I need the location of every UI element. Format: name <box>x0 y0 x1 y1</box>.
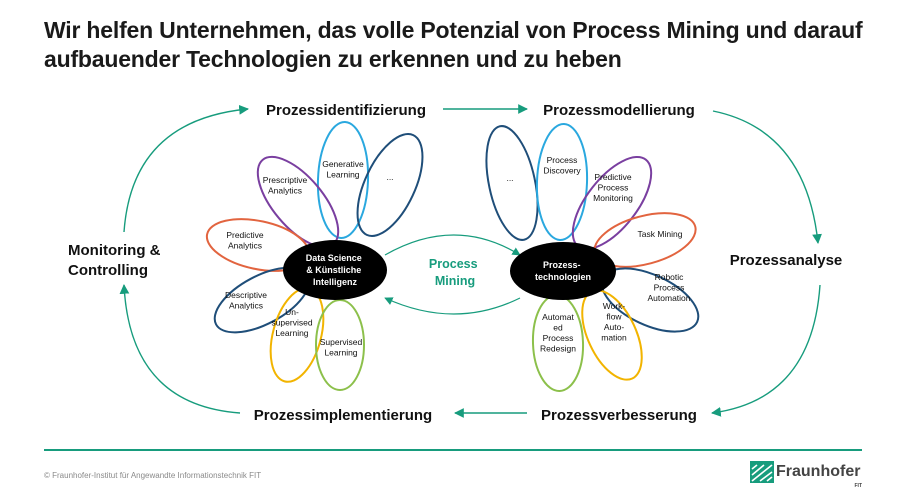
stage-analysis: Prozessanalyse <box>730 252 843 269</box>
stage-identification: Prozessidentifizierung <box>266 102 426 119</box>
right-petal-outline <box>535 123 589 241</box>
arrow-left-hub-to-right-hub <box>384 234 521 256</box>
right-petal-label: ... <box>506 173 513 183</box>
stage-monitoring: Monitoring & Controlling <box>68 242 165 279</box>
arrow-implementation-to-monitoring <box>119 284 241 414</box>
right-hub <box>510 242 616 300</box>
right-petal-label: Task Mining <box>638 229 683 239</box>
logo-subtext: FIT <box>854 483 863 489</box>
arrow-right-hub-to-left-hub <box>384 297 521 315</box>
fraunhofer-logo-icon <box>750 461 774 483</box>
arrow-monitoring-to-identification <box>123 104 249 233</box>
arrow-analysis-to-improvement <box>711 284 821 417</box>
arrow-modelling-to-analysis <box>712 110 822 244</box>
slide-title: Wir helfen Unternehmen, das volle Potenz… <box>44 17 863 72</box>
copyright-text: © Fraunhofer-Institut für Angewandte Inf… <box>44 471 262 480</box>
stage-implementation: Prozessimplementierung <box>254 407 432 424</box>
right-petal-outline <box>485 125 539 241</box>
left-hub <box>283 240 387 300</box>
left-petal-outline <box>315 299 365 391</box>
left-petal-outline <box>316 121 370 239</box>
left-petal-label: ... <box>386 172 393 182</box>
right-hub-label: Prozess- technologien <box>535 260 591 282</box>
left-petal-outline <box>356 133 424 237</box>
fraunhofer-logo: Fraunhofer FIT <box>750 461 868 489</box>
stage-modelling: Prozessmodellierung <box>543 102 695 119</box>
footer-divider <box>44 449 862 451</box>
left-hub-label: Data Science & Künstliche Intelligenz <box>306 253 365 287</box>
stage-improvement: Prozessverbesserung <box>541 407 697 424</box>
process-mining-label: Process Mining <box>429 257 481 288</box>
logo-wordmark: Fraunhofer <box>776 463 861 480</box>
